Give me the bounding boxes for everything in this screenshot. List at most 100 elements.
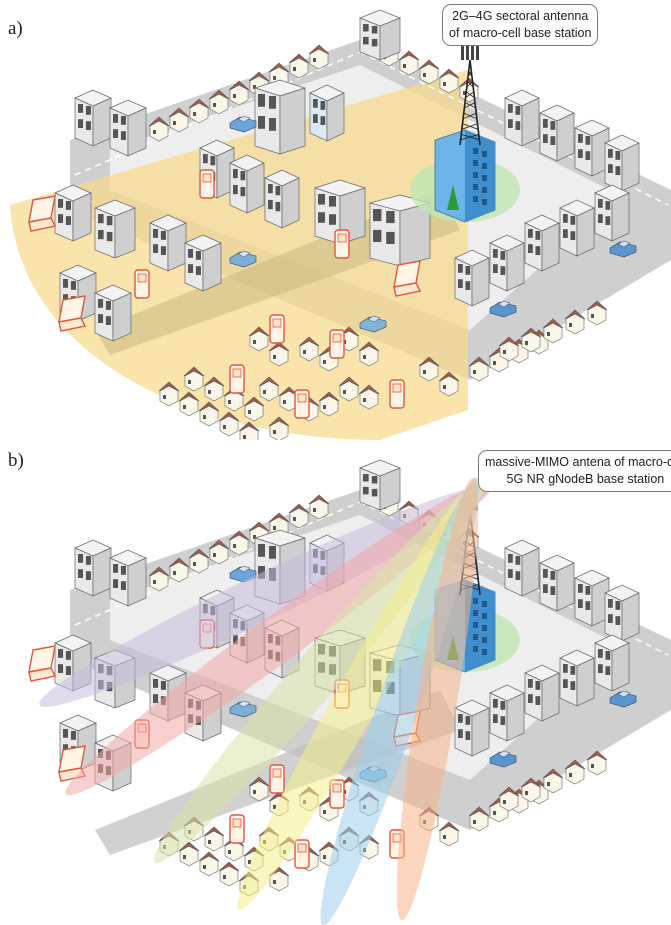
building-icon bbox=[368, 194, 432, 267]
antenna-tower-icon bbox=[459, 44, 481, 146]
laptop-icon bbox=[58, 745, 87, 782]
beam-6 bbox=[396, 477, 479, 921]
building-icon bbox=[184, 234, 222, 292]
building-icon bbox=[229, 154, 265, 214]
phone-icon bbox=[134, 269, 150, 299]
house-icon bbox=[438, 821, 460, 847]
house-icon bbox=[208, 89, 230, 115]
building-icon bbox=[524, 214, 560, 272]
house-icon bbox=[288, 503, 310, 529]
building-icon bbox=[94, 199, 136, 259]
building-icon bbox=[559, 649, 595, 707]
car-icon bbox=[229, 700, 257, 718]
house-icon bbox=[498, 336, 520, 362]
house-icon bbox=[308, 44, 330, 70]
building-icon bbox=[604, 134, 640, 192]
house-icon bbox=[268, 416, 290, 440]
house-icon bbox=[228, 530, 250, 556]
building-icon bbox=[594, 184, 630, 242]
house-icon bbox=[468, 806, 490, 832]
house-icon bbox=[168, 107, 190, 133]
building-icon bbox=[489, 684, 525, 742]
callout-line-2: 5G NR gNodeB base station bbox=[506, 472, 665, 486]
building-icon bbox=[94, 284, 132, 342]
building-icon bbox=[539, 104, 575, 162]
building-icon bbox=[539, 554, 575, 612]
house-icon bbox=[338, 376, 360, 402]
building-icon bbox=[504, 539, 540, 597]
house-icon bbox=[198, 851, 220, 877]
house-icon bbox=[158, 381, 180, 407]
car-icon bbox=[489, 300, 517, 318]
car-icon bbox=[609, 240, 637, 258]
house-icon bbox=[148, 116, 170, 142]
house-icon bbox=[268, 866, 290, 892]
phone-icon bbox=[329, 779, 345, 809]
phone-icon bbox=[269, 314, 285, 344]
house-icon bbox=[248, 326, 270, 352]
house-icon bbox=[520, 777, 542, 803]
street-diagonal bbox=[95, 190, 460, 355]
building-icon bbox=[574, 569, 610, 627]
house-icon bbox=[308, 494, 330, 520]
house-icon bbox=[418, 356, 440, 382]
antenna-callout-b: massive-MIMO antena of macro-cell 5G NR … bbox=[478, 450, 671, 492]
phone-icon bbox=[229, 364, 245, 394]
house-icon bbox=[298, 336, 320, 362]
laptop-icon bbox=[393, 260, 422, 297]
callout-line-1: 2G–4G sectoral antenna bbox=[452, 9, 589, 23]
house-icon bbox=[188, 548, 210, 574]
car-icon bbox=[359, 315, 387, 333]
panel-b-scene bbox=[28, 459, 671, 925]
building-icon bbox=[253, 79, 307, 155]
building-icon bbox=[559, 199, 595, 257]
phone-icon bbox=[269, 764, 285, 794]
building-icon bbox=[594, 634, 630, 692]
house-icon bbox=[564, 309, 586, 335]
house-icon bbox=[438, 68, 460, 94]
house-icon bbox=[243, 396, 265, 422]
house-icon bbox=[586, 750, 608, 776]
house-icon bbox=[248, 776, 270, 802]
house-icon bbox=[418, 59, 440, 85]
building-icon bbox=[604, 584, 640, 642]
house-icon bbox=[498, 786, 520, 812]
house-icon bbox=[148, 566, 170, 592]
house-icon bbox=[203, 376, 225, 402]
house-icon bbox=[564, 759, 586, 785]
house-icon bbox=[586, 300, 608, 326]
beam-3 bbox=[154, 480, 486, 863]
building-icon bbox=[74, 539, 112, 597]
laptop-icon bbox=[28, 195, 57, 232]
building-icon bbox=[313, 179, 367, 245]
house-icon bbox=[520, 327, 542, 353]
house-icon bbox=[183, 366, 205, 392]
panel-b: b) massive-MIMO antena of macro-cell 5G … bbox=[0, 450, 671, 925]
house-icon bbox=[188, 98, 210, 124]
phone-icon bbox=[199, 169, 215, 199]
building-icon bbox=[504, 89, 540, 147]
building-icon bbox=[454, 699, 490, 757]
house-icon bbox=[288, 53, 310, 79]
house-icon bbox=[358, 341, 380, 367]
laptop-icon bbox=[58, 295, 87, 332]
building-icon bbox=[109, 99, 147, 157]
antenna-callout-a: 2G–4G sectoral antenna of macro-cell bas… bbox=[442, 4, 599, 46]
phone-icon bbox=[294, 839, 310, 869]
phone-icon bbox=[389, 379, 405, 409]
callout-line-1: massive-MIMO antena of macro-cell bbox=[485, 455, 671, 469]
car-icon bbox=[609, 690, 637, 708]
house-icon bbox=[228, 80, 250, 106]
house-icon bbox=[358, 384, 380, 410]
callout-line-2: of macro-cell base station bbox=[449, 26, 592, 40]
base-station-building-icon bbox=[410, 129, 520, 223]
house-icon bbox=[218, 411, 240, 437]
building-icon bbox=[74, 89, 112, 147]
house-icon bbox=[268, 341, 290, 367]
building-icon bbox=[454, 249, 490, 307]
house-icon bbox=[198, 401, 220, 427]
house-icon bbox=[438, 371, 460, 397]
house-icon bbox=[398, 50, 420, 76]
building-icon bbox=[309, 84, 345, 142]
house-icon bbox=[208, 539, 230, 565]
